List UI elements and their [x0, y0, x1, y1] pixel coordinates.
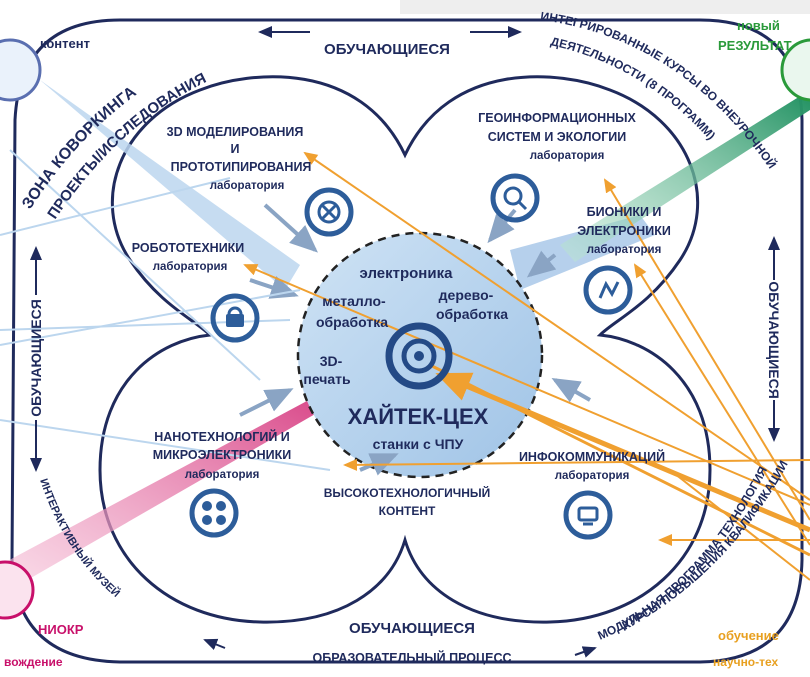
corner-niokr-label: НИОКР	[38, 622, 84, 637]
lab-icon-info	[563, 490, 613, 540]
arrow-info-hub	[551, 378, 591, 403]
lab-icon-bionic	[583, 265, 633, 315]
lab-modeling-title-1: 3D МОДЕЛИРОВАНИЯ	[167, 125, 304, 139]
corner-circle-top-left	[0, 38, 42, 102]
corner-new-label: новый	[737, 18, 780, 33]
arrow-nano-hub	[239, 388, 294, 417]
corner-driving-label: вождение	[4, 655, 63, 669]
corner-circle-bottom-left	[0, 560, 35, 620]
orange-arrow-9	[669, 469, 810, 581]
hub-title: ХАЙТЕК-ЦЕХ	[348, 404, 489, 429]
lab-info-sub: лаборатория	[555, 470, 630, 482]
lab-content-title-1: ВЫСОКОТЕХНОЛОГИЧНЫЙ	[324, 485, 490, 500]
right-learners-label: ОБУЧАЮЩИЕСЯ	[766, 281, 782, 399]
arrow-bionic-hub	[526, 250, 557, 278]
orange-arrow-4	[243, 264, 810, 506]
lab-nano-title-2: МИКРОЭЛЕКТРОНИКИ	[153, 448, 292, 462]
lab-modeling-title-2: И	[231, 142, 240, 156]
lab-geo-sub: лаборатория	[530, 150, 605, 162]
orange-arrow-1	[303, 151, 810, 501]
hub-3d-1: 3D-	[320, 353, 343, 369]
light-line-1	[0, 177, 231, 236]
beam-pink	[0, 362, 388, 590]
arrow-geo-hub	[487, 208, 517, 244]
orange-arrow-8	[429, 363, 810, 557]
arrow-content-hub	[359, 453, 399, 476]
lab-geo-title-2: СИСТЕМ И ЭКОЛОГИИ	[488, 130, 627, 144]
hub-3d-2: печать	[303, 371, 351, 387]
lab-info-title: ИНФОКОММУНИКАЦИЙ	[519, 449, 665, 464]
hub-wood-1: дерево-	[439, 287, 494, 303]
bottom-learners-label: ОБУЧАЮЩИЕСЯ	[349, 620, 475, 637]
lab-bionic-sub: лаборатория	[587, 244, 662, 256]
hub-gear-icon	[385, 322, 453, 390]
orange-arrow-2	[603, 178, 810, 521]
lab-icon-geo	[490, 173, 540, 223]
lab-nano-sub: лаборатория	[185, 469, 260, 481]
beam-top-left	[40, 80, 300, 290]
corner-training-label: обучение	[718, 628, 779, 643]
hub-metal-1: металло-	[322, 293, 386, 309]
beam-green	[560, 90, 810, 262]
top-right-band	[400, 0, 810, 14]
left-learners-label: ОБУЧАЮЩИЕСЯ	[28, 299, 44, 417]
lab-nano-title-1: НАНОТЕХНОЛОГИЙ И	[154, 429, 290, 444]
lab-robot-sub: лаборатория	[153, 261, 228, 273]
hub-wood-2: обработка	[436, 306, 508, 322]
lab-bionic-title-2: ЭЛЕКТРОНИКИ	[577, 224, 671, 238]
arrow-modeling-hub	[263, 203, 318, 253]
bottom-arrow-right	[574, 646, 597, 658]
lab-robot-title: РОБОТОТЕХНИКИ	[132, 241, 245, 255]
lab-geo-title-1: ГЕОИНФОРМАЦИОННЫХ	[478, 111, 636, 125]
lab-bionic-title-1: БИОНИКИ И	[587, 205, 662, 219]
hub-metal-2: обработка	[316, 314, 388, 330]
orange-arrow-3	[633, 263, 810, 546]
corner-scitech-label: научно-тех	[713, 655, 779, 669]
corner-circle-top-right	[780, 38, 810, 102]
lab-content-title-2: КОНТЕНТ	[379, 504, 436, 518]
hub-cnc: станки с ЧПУ	[373, 436, 464, 452]
orange-arrow-5	[343, 458, 810, 471]
hub-electronics: электроника	[360, 265, 454, 282]
light-line-4	[0, 419, 331, 471]
lab-icon-modeling	[304, 187, 354, 237]
corner-result-label: РЕЗУЛЬТАТ	[718, 38, 792, 53]
top-learners-label: ОБУЧАЮЩИЕСЯ	[324, 41, 450, 58]
light-line-5	[9, 149, 261, 381]
corner-content-label: контент	[40, 36, 90, 51]
lab-icon-robot	[210, 293, 260, 343]
lab-modeling-sub: лаборатория	[210, 180, 285, 192]
lab-icon-nano	[189, 488, 239, 538]
lab-modeling-title-3: ПРОТОТИПИРОВАНИЯ	[171, 160, 312, 174]
bottom-process-label: ОБРАЗОВАТЕЛЬНЫЙ ПРОЦЕСС	[312, 650, 511, 665]
bottom-arrow-left	[203, 638, 226, 651]
